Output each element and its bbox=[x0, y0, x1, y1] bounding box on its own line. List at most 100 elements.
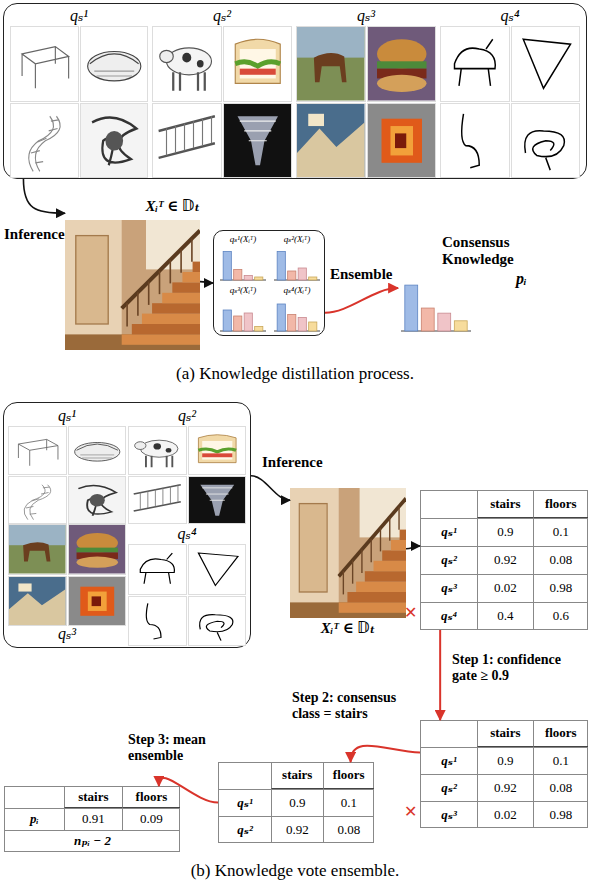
illustration-part bbox=[374, 561, 406, 571]
illustration-part bbox=[167, 116, 212, 155]
illustration-part bbox=[308, 113, 324, 125]
illustration-part bbox=[368, 27, 436, 101]
illustration-part bbox=[9, 589, 66, 625]
table-cell-frame: pᵢ bbox=[4, 808, 64, 830]
illustration-part bbox=[180, 249, 182, 272]
table-cell: 0.9 bbox=[289, 796, 305, 811]
illustration-part bbox=[189, 477, 246, 524]
illustration-part bbox=[273, 248, 321, 281]
edge-label: Step 3: mean ensemble bbox=[128, 732, 232, 764]
edge-label: Inference bbox=[4, 226, 65, 243]
illustration-part bbox=[76, 236, 108, 324]
illustration-part bbox=[219, 299, 267, 332]
model-label: qₛ¹ bbox=[11, 7, 147, 25]
illustration-part bbox=[65, 334, 200, 350]
table-cell-frame: 0.92 bbox=[477, 774, 532, 801]
table-corner-cell bbox=[420, 490, 477, 518]
illustration-part bbox=[137, 292, 139, 315]
illustration-part bbox=[290, 602, 406, 618]
illustration-part bbox=[377, 39, 427, 68]
illustration-part bbox=[9, 477, 66, 524]
illustration-part bbox=[234, 316, 242, 331]
illustration-part bbox=[153, 443, 161, 449]
domain-thumbnail bbox=[368, 104, 436, 178]
domain-thumbnail bbox=[189, 427, 246, 474]
image-caption: Xᵢᵀ ∈ 𝔻ₜ bbox=[290, 620, 406, 637]
illustration-part bbox=[235, 62, 280, 66]
illustration-part bbox=[18, 439, 58, 465]
illustration-part bbox=[198, 435, 236, 463]
illustration-part bbox=[81, 27, 148, 101]
domain-thumbnail bbox=[189, 597, 246, 646]
illustration-part bbox=[441, 27, 509, 101]
illustration-part bbox=[255, 327, 263, 332]
illustration-part bbox=[297, 104, 365, 178]
illustration-part bbox=[197, 60, 204, 67]
illustration-part bbox=[146, 603, 161, 639]
illustration-part bbox=[297, 122, 365, 177]
table-cell: 0.92 bbox=[286, 823, 309, 838]
table-cell-frame: stairs bbox=[64, 786, 122, 808]
table-cell: qₛ¹ bbox=[441, 754, 457, 769]
bar-plot bbox=[273, 248, 321, 281]
illustration-part bbox=[129, 545, 186, 594]
illustration-part bbox=[189, 545, 246, 594]
table-cell: 0.02 bbox=[494, 808, 517, 823]
table-cell: 0.9 bbox=[497, 754, 513, 769]
illustration-part bbox=[512, 104, 580, 178]
domain-thumbnail bbox=[129, 597, 186, 646]
illustration-part bbox=[219, 248, 267, 281]
table-cell: 0.98 bbox=[549, 808, 572, 823]
illustration-part bbox=[126, 303, 128, 326]
illustration-part bbox=[421, 308, 434, 331]
illustration-part bbox=[9, 427, 66, 474]
table-cell-frame: 0.4 bbox=[477, 602, 532, 630]
illustration-part bbox=[11, 104, 78, 178]
illustration-part bbox=[512, 27, 580, 101]
prediction-chart: qₛ²(Xᵢᵀ) bbox=[271, 234, 323, 283]
source-model-group: qₛ¹ bbox=[11, 7, 147, 177]
table-cell: qₛ¹ bbox=[441, 525, 457, 540]
illustration-part bbox=[65, 220, 200, 350]
subfigure-caption: (b) Knowledge vote ensemble. bbox=[0, 861, 590, 881]
domain-thumbnail bbox=[69, 525, 126, 574]
illustration-part bbox=[239, 69, 275, 75]
illustration-part bbox=[87, 52, 140, 81]
table-cell: 0.08 bbox=[549, 781, 572, 796]
table-cell-frame: qₛ² bbox=[420, 774, 477, 801]
domain-thumbnail bbox=[69, 427, 126, 474]
domain-thumbnail bbox=[129, 545, 186, 594]
illustration-part bbox=[153, 104, 221, 178]
illustration-part bbox=[122, 334, 200, 344]
illustration-part bbox=[9, 577, 66, 626]
table-cell: 0.1 bbox=[341, 796, 357, 811]
illustration-part bbox=[140, 440, 178, 457]
table-cell: 0.91 bbox=[82, 812, 105, 827]
model-label: qₛ¹ bbox=[9, 407, 125, 425]
prediction-table: stairsfloorsqₛ¹0.90.1qₛ²0.920.08 bbox=[218, 762, 374, 843]
illustration-part bbox=[199, 614, 232, 640]
source-model-group: qₛ³ bbox=[9, 525, 125, 645]
illustration-part bbox=[223, 310, 231, 331]
table-cell: floors bbox=[333, 768, 365, 783]
table-cell-frame: 0.09 bbox=[122, 808, 180, 830]
chart-label: qₛ⁴(Xᵢᵀ) bbox=[271, 285, 323, 295]
table-cell-frame: qₛ³ bbox=[420, 574, 477, 602]
illustration-part bbox=[24, 484, 51, 519]
edge-label: Step 1: confidence gate ≥ 0.9 bbox=[452, 652, 586, 684]
illustration-part bbox=[390, 126, 413, 155]
table-cell: floors bbox=[545, 497, 577, 512]
domain-thumbnail bbox=[9, 577, 66, 626]
domain-thumbnail bbox=[512, 27, 580, 101]
table-cell: nₚᵢ − 2 bbox=[74, 834, 111, 849]
chart-label: qₛ²(Xᵢᵀ) bbox=[271, 234, 323, 244]
illustration-part bbox=[290, 488, 406, 618]
illustration-part bbox=[524, 130, 564, 169]
table-cell-frame: qₛ² bbox=[218, 816, 271, 843]
group-frame: qₛ¹(Xᵢᵀ)qₛ²(Xᵢᵀ)qₛ³(Xᵢᵀ)qₛ⁴(Xᵢᵀ) bbox=[213, 230, 325, 336]
illustration-part bbox=[94, 71, 134, 76]
subfigure-caption: (a) Knowledge distillation process. bbox=[0, 364, 590, 384]
illustration-part bbox=[189, 597, 246, 646]
table-cell-frame: floors bbox=[122, 786, 180, 808]
illustration-part bbox=[26, 487, 50, 514]
